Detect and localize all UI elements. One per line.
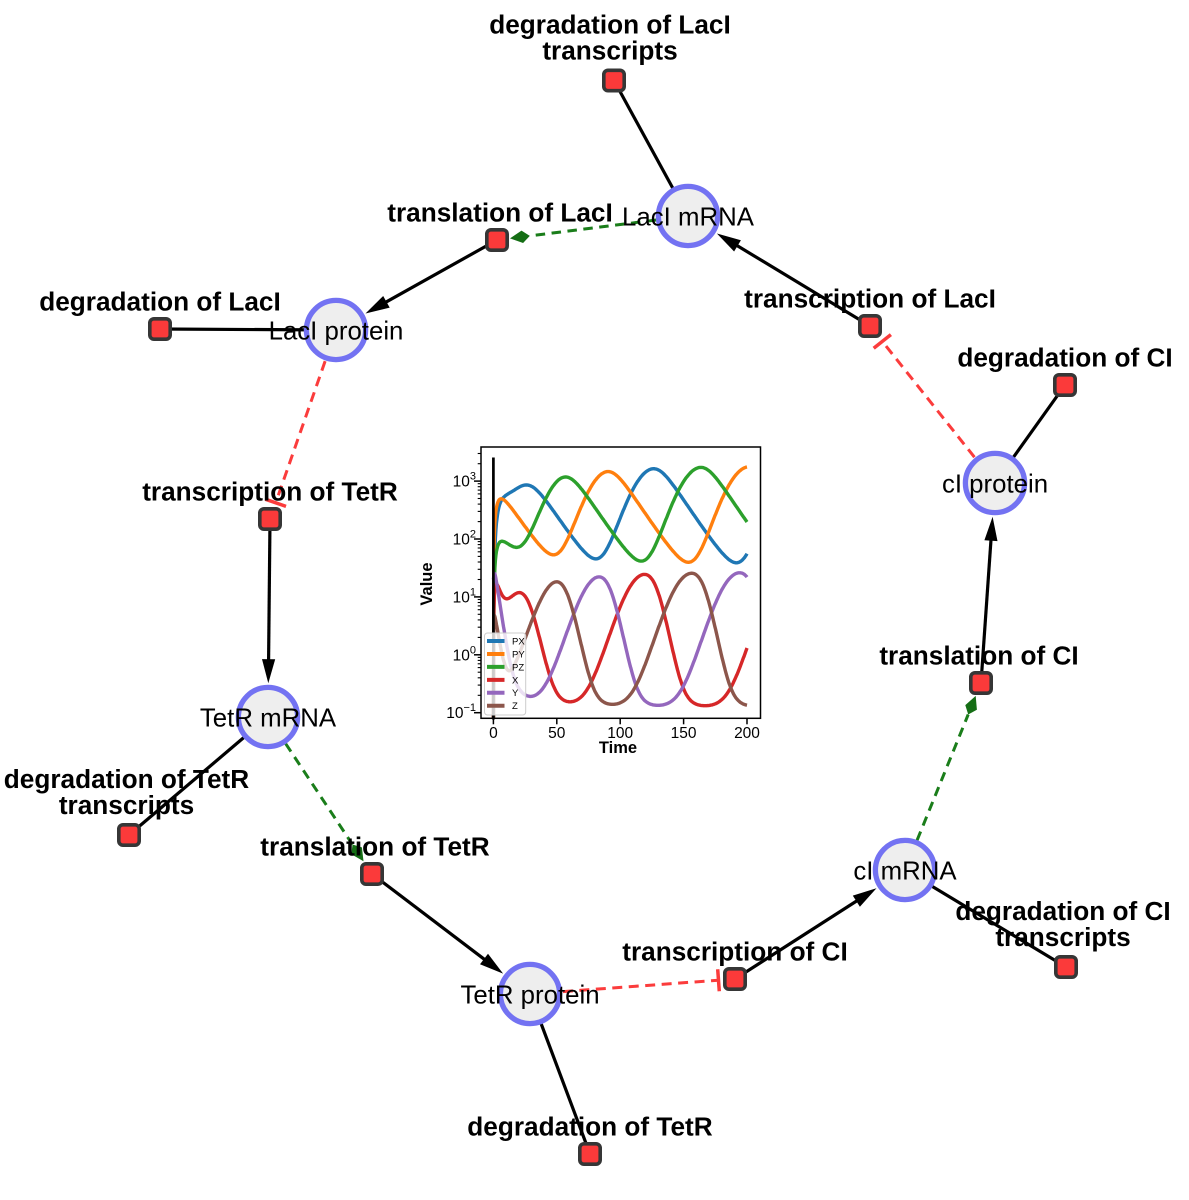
svg-text:100: 100 <box>607 725 633 742</box>
svg-text:transcripts: transcripts <box>542 36 677 66</box>
svg-text:degradation of LacI: degradation of LacI <box>489 10 731 40</box>
svg-text:TetR protein: TetR protein <box>460 982 599 1010</box>
svg-text:transcripts: transcripts <box>995 922 1130 952</box>
svg-text:transcription of CI: transcription of CI <box>622 936 848 966</box>
svg-text:50: 50 <box>548 725 566 742</box>
svg-text:transcription of LacI: transcription of LacI <box>744 283 996 313</box>
svg-text:degradation of TetR: degradation of TetR <box>4 764 249 794</box>
svg-text:degradation of CI: degradation of CI <box>955 896 1170 926</box>
svg-text:X: X <box>512 675 519 686</box>
svg-text:translation of CI: translation of CI <box>879 640 1078 670</box>
svg-text:translation of LacI: translation of LacI <box>387 197 613 227</box>
svg-text:Y: Y <box>512 688 519 699</box>
svg-text:cI mRNA: cI mRNA <box>853 858 957 886</box>
svg-text:transcripts: transcripts <box>59 790 194 820</box>
svg-text:PX: PX <box>512 636 525 647</box>
svg-text:LacI mRNA: LacI mRNA <box>622 204 755 232</box>
svg-text:150: 150 <box>671 725 697 742</box>
svg-text:Time: Time <box>599 739 637 757</box>
svg-text:cI protein: cI protein <box>942 471 1048 499</box>
svg-text:LacI protein: LacI protein <box>269 318 404 346</box>
svg-text:PY: PY <box>512 649 525 660</box>
svg-text:Z: Z <box>512 701 518 712</box>
svg-text:200: 200 <box>734 725 760 742</box>
svg-text:Value: Value <box>418 562 436 605</box>
svg-text:TetR mRNA: TetR mRNA <box>200 705 337 733</box>
svg-text:PZ: PZ <box>512 662 524 673</box>
svg-text:degradation of LacI: degradation of LacI <box>39 286 281 316</box>
svg-text:degradation of CI: degradation of CI <box>957 342 1172 372</box>
svg-text:degradation of TetR: degradation of TetR <box>467 1111 712 1141</box>
svg-text:translation of TetR: translation of TetR <box>260 831 489 861</box>
svg-text:transcription of TetR: transcription of TetR <box>142 476 398 506</box>
svg-text:0: 0 <box>489 725 498 742</box>
